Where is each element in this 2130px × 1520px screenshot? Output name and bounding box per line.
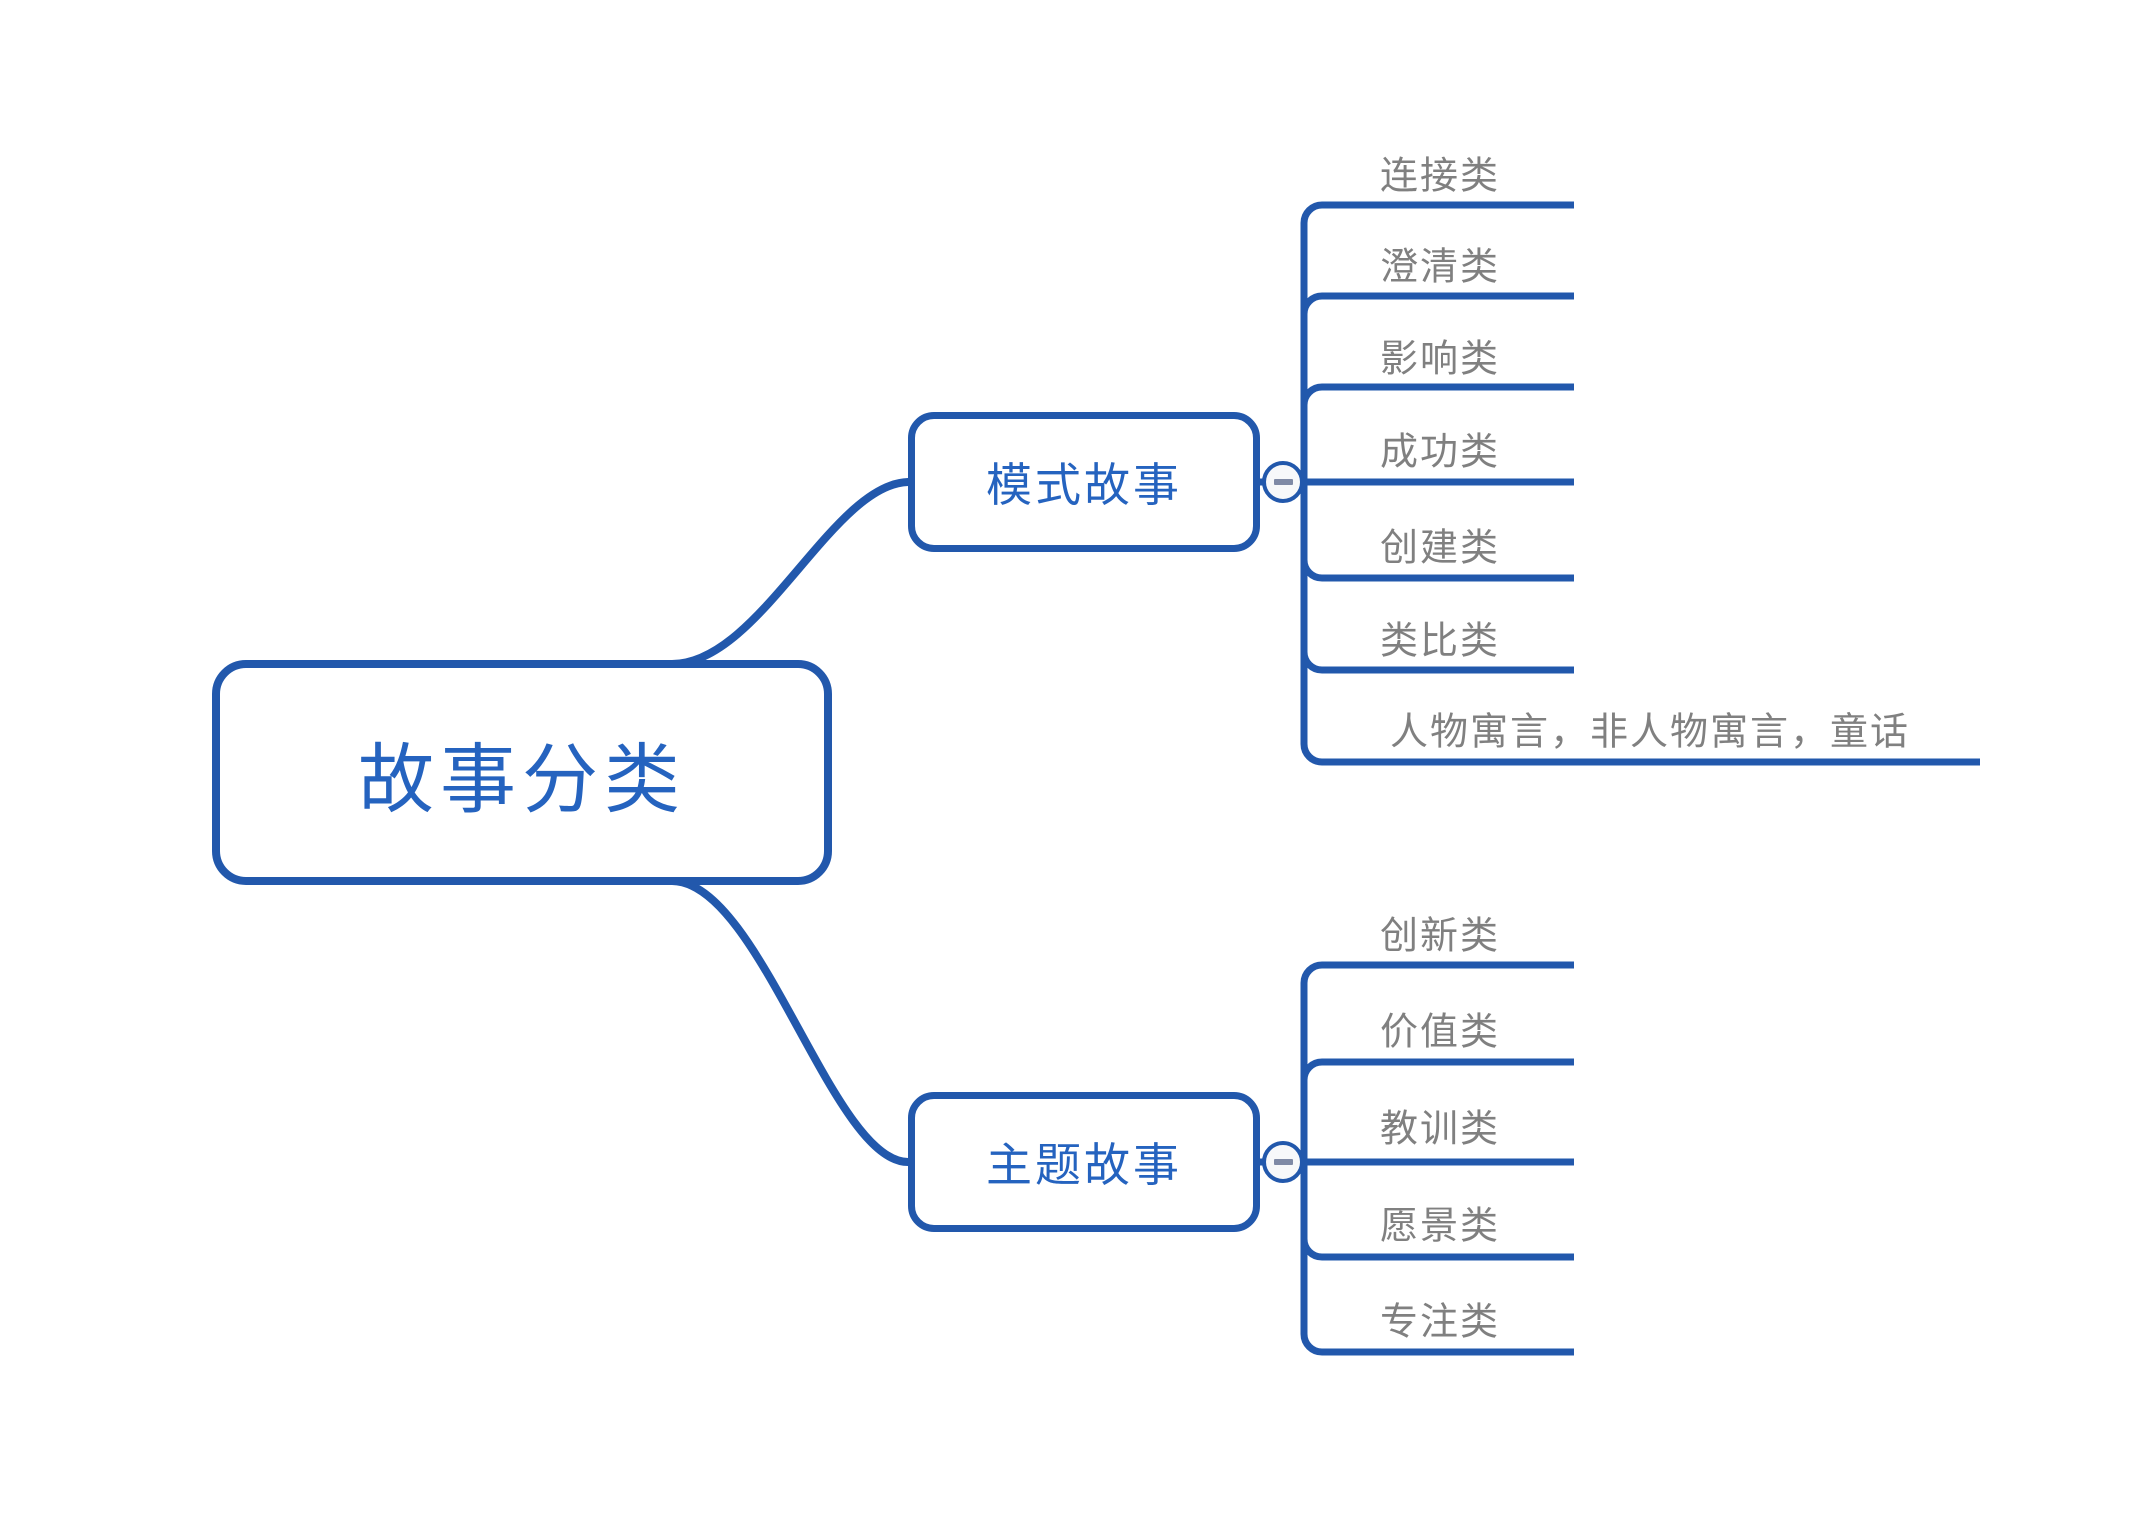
leaf-label[interactable]: 类比类 — [1379, 620, 1501, 663]
leaf-label[interactable]: 创新类 — [1379, 915, 1501, 958]
minus-bar — [1273, 1159, 1293, 1165]
leaf-label[interactable]: 创建类 — [1379, 527, 1501, 570]
branch-node-label: 主题故事 — [986, 1139, 1182, 1191]
branch-node-pattern-stories[interactable]: 模式故事 — [908, 412, 1260, 552]
leaf-connector-0-1 — [1300, 292, 1574, 315]
root-node-label: 故事分类 — [358, 737, 686, 823]
minus-circle-icon[interactable] — [1262, 461, 1304, 503]
leaf-connector-0-2 — [1300, 383, 1574, 406]
branch-node-label: 模式故事 — [986, 459, 1182, 511]
leaf-label[interactable]: 成功类 — [1379, 431, 1501, 474]
leaf-label[interactable]: 专注类 — [1379, 1301, 1501, 1344]
leaf-label[interactable]: 澄清类 — [1379, 246, 1501, 289]
root-node[interactable]: 故事分类 — [212, 660, 832, 885]
minus-circle-icon[interactable] — [1262, 1141, 1304, 1183]
leaf-label[interactable]: 价值类 — [1379, 1011, 1501, 1054]
leaf-label[interactable]: 连接类 — [1379, 155, 1501, 198]
leaf-label[interactable]: 教训类 — [1379, 1108, 1501, 1151]
leaf-label[interactable]: 人物寓言，非人物寓言，童话 — [1389, 711, 1911, 754]
branch-node-theme-stories[interactable]: 主题故事 — [908, 1092, 1260, 1232]
leaf-connector-1-1 — [1300, 1058, 1574, 1081]
minus-bar — [1273, 479, 1293, 485]
edge-root-to-branch-0 — [668, 478, 912, 668]
edge-root-to-branch-1 — [668, 877, 912, 1166]
leaf-label[interactable]: 愿景类 — [1379, 1205, 1501, 1248]
leaf-label[interactable]: 影响类 — [1379, 338, 1501, 381]
